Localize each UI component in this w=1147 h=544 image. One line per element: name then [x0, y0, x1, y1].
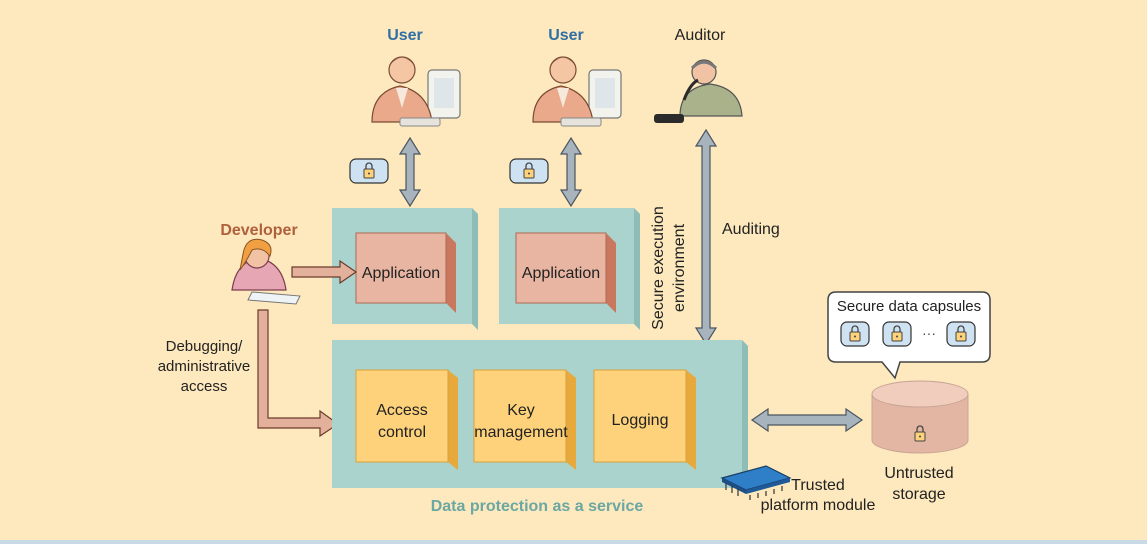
dpaas-caption: Data protection as a service [431, 498, 644, 515]
application-box-right: Application [515, 232, 616, 313]
untrusted-storage-cylinder [871, 380, 969, 454]
access-control-label-line1: Access [376, 402, 428, 419]
key-management-box: Key management [473, 369, 576, 470]
secure-capsules-bubble: Secure data capsules ··· [827, 291, 991, 380]
developer-arrow-to-dpaas [257, 309, 340, 438]
debugging-label-line3: access [181, 378, 228, 395]
bottom-rule [0, 540, 1147, 544]
auditor-figure-icon [654, 59, 743, 123]
application-box-left: Application [355, 232, 456, 313]
tpm-chip-icon [720, 465, 792, 500]
untrusted-storage-label-line2: storage [892, 486, 945, 503]
user-label-right: User [548, 27, 584, 44]
capsule-lock-1-icon [840, 321, 870, 347]
capsule-lock-3-icon [946, 321, 976, 347]
access-control-box: Access control [355, 369, 458, 470]
logging-box: Logging [593, 369, 696, 470]
access-control-label-line2: control [378, 424, 426, 441]
storage-arrow [750, 407, 864, 433]
key-management-label-line2: management [474, 424, 568, 441]
auditing-label: Auditing [722, 221, 780, 238]
key-management-label-line1: Key [507, 402, 535, 419]
logging-label: Logging [612, 412, 669, 429]
user-arrow-left [398, 136, 422, 208]
user-figure-right-icon [532, 56, 622, 127]
application-label-left: Application [362, 265, 440, 282]
lock-badge-right-icon [509, 158, 549, 184]
tpm-label-line1: Trusted [791, 477, 845, 494]
application-label-right: Application [522, 265, 600, 282]
untrusted-storage-label-line1: Untrusted [884, 465, 953, 482]
debugging-label-line2: administrative [158, 358, 251, 375]
developer-figure-icon [231, 238, 301, 305]
auditing-arrow [694, 128, 718, 346]
auditor-label: Auditor [675, 27, 726, 44]
debugging-label-line1: Debugging/ [166, 338, 244, 355]
lock-badge-left-icon [349, 158, 389, 184]
user-arrow-right [559, 136, 583, 208]
secure-env-label-line2: environment [671, 223, 688, 312]
user-label-left: User [387, 27, 423, 44]
developer-arrow-to-application [291, 259, 358, 285]
secure-capsules-label: Secure data capsules [837, 298, 981, 315]
secure-env-label-line1: Secure execution [650, 206, 667, 330]
tpm-label-line2: platform module [761, 497, 876, 514]
capsule-ellipsis: ··· [922, 325, 936, 341]
capsule-lock-2-icon [882, 321, 912, 347]
developer-label: Developer [220, 222, 297, 239]
user-figure-left-icon [371, 56, 461, 127]
